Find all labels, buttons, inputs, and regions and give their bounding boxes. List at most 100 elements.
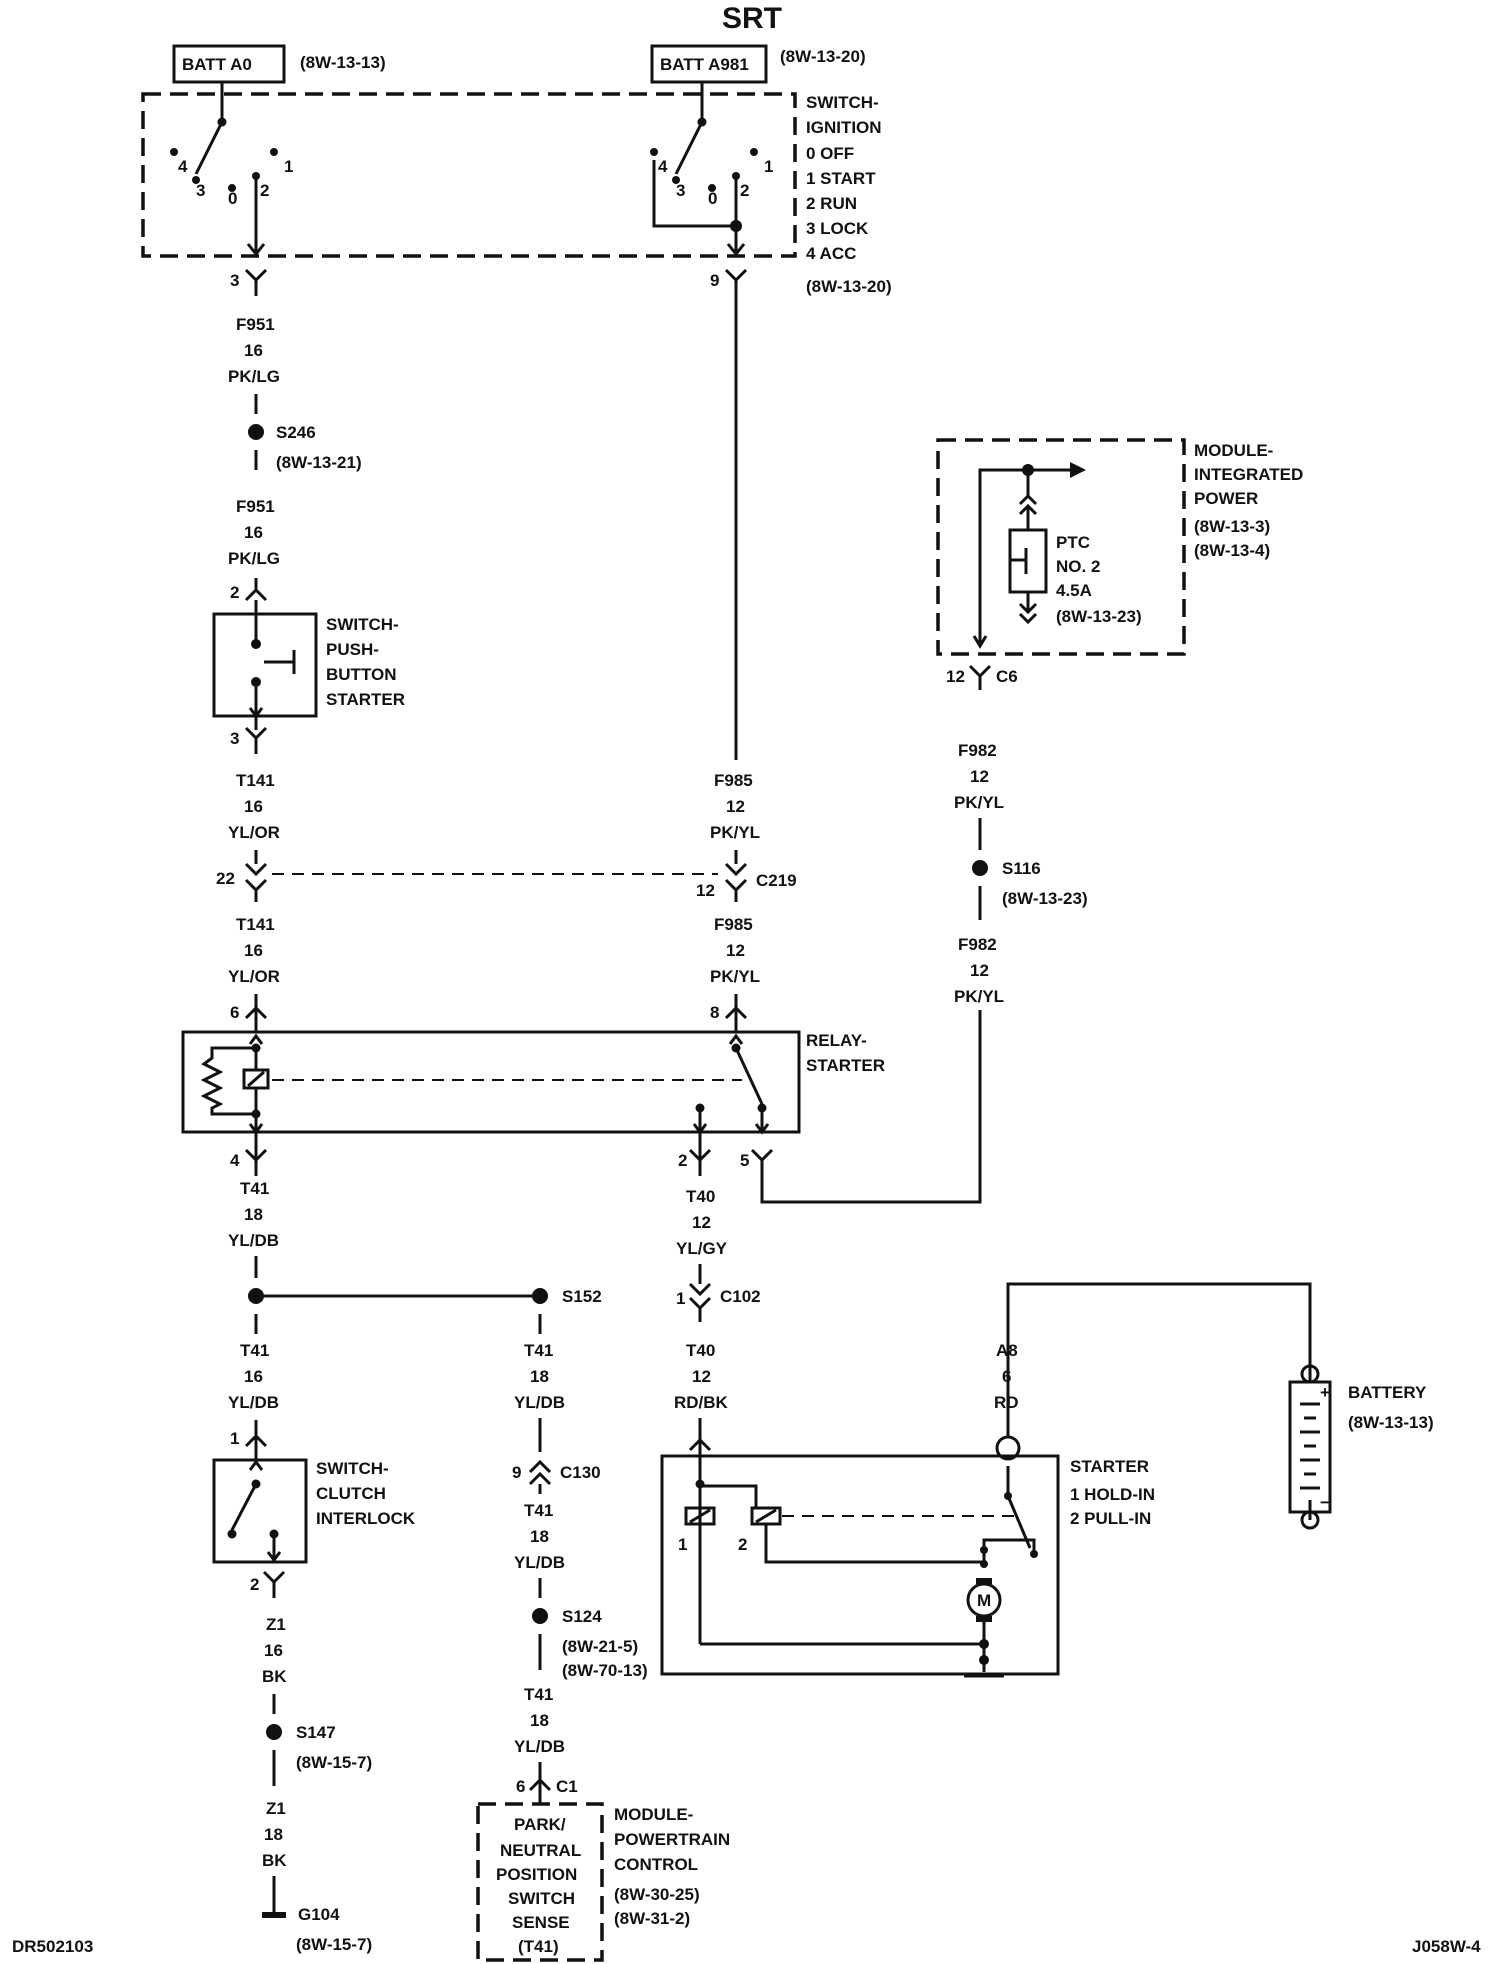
starter-relay: RELAY- STARTER (181, 1030, 885, 1135)
svg-text:SWITCH-: SWITCH- (316, 1459, 389, 1478)
ign-left-n3: 3 (196, 181, 205, 200)
svg-text:(T41): (T41) (518, 1937, 559, 1956)
svg-text:16: 16 (264, 1641, 283, 1660)
wire-t41-d: T41 18 YL/DB (514, 1501, 565, 1572)
relay-title-2: STARTER (806, 1056, 885, 1075)
wire-f982-a: F982 12 PK/YL (954, 741, 1004, 812)
wire-f985-b: F985 12 PK/YL (710, 915, 760, 986)
wire-t141-b: T141 16 YL/OR (228, 915, 280, 986)
powertrain-control-module: PARK/ NEUTRAL POSITION SWITCH SENSE (T41… (476, 1802, 730, 1962)
svg-text:STARTER: STARTER (326, 690, 405, 709)
svg-text:6: 6 (1002, 1367, 1011, 1386)
ipm-title-3: POWER (1194, 489, 1258, 508)
pin-clutch-1: 1 (230, 1429, 239, 1448)
svg-text:INTERLOCK: INTERLOCK (316, 1509, 416, 1528)
clutch-interlock-switch: SWITCH- CLUTCH INTERLOCK (212, 1458, 416, 1564)
starter-motor-label: M (977, 1591, 991, 1610)
starter-title: STARTER (1070, 1457, 1149, 1476)
svg-text:PK/LG: PK/LG (228, 367, 280, 386)
c1-name: C1 (556, 1777, 578, 1796)
diagram-title: SRT (722, 2, 782, 35)
c219-name: C219 (756, 871, 797, 890)
ptc-line-3: 4.5A (1056, 581, 1092, 600)
svg-text:Z1: Z1 (266, 1799, 286, 1818)
svg-text:18: 18 (244, 1205, 263, 1224)
svg-text:NEUTRAL: NEUTRAL (500, 1841, 581, 1860)
starter-pull: 2 PULL-IN (1070, 1509, 1151, 1528)
relay-pin-2: 2 (678, 1151, 687, 1170)
batt-a981-source: BATT A981 (8W-13-20) (650, 44, 866, 84)
svg-text:CLUTCH: CLUTCH (316, 1484, 386, 1503)
ign-pos-4: 4 ACC (806, 244, 856, 263)
wire-f982-b: F982 12 PK/YL (954, 935, 1004, 1006)
svg-text:(8W-31-2): (8W-31-2) (614, 1909, 690, 1928)
svg-text:PK/YL: PK/YL (954, 987, 1004, 1006)
starter-n2: 2 (738, 1535, 747, 1554)
batt-a981-label: BATT A981 (660, 55, 749, 74)
svg-text:CONTROL: CONTROL (614, 1855, 698, 1874)
svg-text:T41: T41 (524, 1685, 553, 1704)
s124-ref-2: (8W-70-13) (562, 1661, 648, 1680)
wire-t141-a: T141 16 YL/OR (228, 771, 280, 842)
s246-name: S246 (276, 423, 316, 442)
wire-a8: A8 6 RD (994, 1341, 1019, 1412)
pin-ign-3: 3 (230, 271, 239, 290)
ptc-line-2: NO. 2 (1056, 557, 1100, 576)
svg-text:RD: RD (994, 1393, 1019, 1412)
svg-text:YL/DB: YL/DB (514, 1393, 565, 1412)
ign-right-n3: 3 (676, 181, 685, 200)
starter-n1: 1 (678, 1535, 687, 1554)
svg-text:POSITION: POSITION (496, 1865, 577, 1884)
svg-text:12: 12 (970, 767, 989, 786)
battery-ref: (8W-13-13) (1348, 1413, 1434, 1432)
svg-text:YL/DB: YL/DB (514, 1553, 565, 1572)
svg-text:18: 18 (530, 1711, 549, 1730)
ign-title-2: IGNITION (806, 118, 882, 137)
svg-text:PARK/: PARK/ (514, 1815, 566, 1834)
svg-text:SENSE: SENSE (512, 1913, 570, 1932)
svg-text:T41: T41 (524, 1341, 553, 1360)
svg-text:F982: F982 (958, 741, 997, 760)
c219-pin-left: 22 (216, 869, 235, 888)
c6-pin: 12 (946, 667, 965, 686)
pin-ign-9: 9 (710, 271, 719, 290)
ign-left-n0: 0 (228, 189, 237, 208)
pin-push-2: 2 (230, 583, 239, 602)
svg-text:PUSH-: PUSH- (326, 640, 379, 659)
svg-text:SWITCH: SWITCH (508, 1889, 575, 1908)
svg-text:YL/OR: YL/OR (228, 967, 280, 986)
svg-text:PK/YL: PK/YL (710, 967, 760, 986)
svg-text:YL/OR: YL/OR (228, 823, 280, 842)
svg-text:T41: T41 (240, 1179, 269, 1198)
svg-text:PK/YL: PK/YL (710, 823, 760, 842)
svg-text:F985: F985 (714, 771, 753, 790)
integrated-power-module: PTC NO. 2 4.5A (8W-13-23) MODULE- INTEGR… (936, 438, 1303, 656)
s116-name: S116 (1002, 859, 1041, 878)
ign-left-n2: 2 (260, 181, 269, 200)
svg-text:F982: F982 (958, 935, 997, 954)
c102-pin: 1 (676, 1289, 685, 1308)
svg-text:T41: T41 (524, 1501, 553, 1520)
battery-plus: + (1320, 1383, 1330, 1402)
svg-text:POWERTRAIN: POWERTRAIN (614, 1830, 730, 1849)
ign-right-n4: 4 (658, 157, 668, 176)
s147-name: S147 (296, 1723, 336, 1742)
ign-left-n4: 4 (178, 157, 188, 176)
wire-t41-a: T41 18 YL/DB (228, 1179, 279, 1250)
c102-name: C102 (720, 1287, 761, 1306)
wire-f985-a: F985 12 PK/YL (710, 771, 760, 842)
c219-pin-right: 12 (696, 881, 715, 900)
starter-hold: 1 HOLD-IN (1070, 1485, 1155, 1504)
svg-text:18: 18 (530, 1367, 549, 1386)
batt-a0-ref: (8W-13-13) (300, 53, 386, 72)
s116-ref: (8W-13-23) (1002, 889, 1088, 908)
s246-ref: (8W-13-21) (276, 453, 362, 472)
svg-text:T141: T141 (236, 771, 275, 790)
svg-text:YL/DB: YL/DB (228, 1231, 279, 1250)
g104-name: G104 (298, 1905, 340, 1924)
relay-pin-8: 8 (710, 1003, 719, 1022)
push-button-starter-switch: SWITCH- PUSH- BUTTON STARTER (212, 600, 405, 730)
svg-text:YL/DB: YL/DB (514, 1737, 565, 1756)
relay-pin-5: 5 (740, 1151, 749, 1170)
battery-minus: − (1320, 1493, 1330, 1512)
